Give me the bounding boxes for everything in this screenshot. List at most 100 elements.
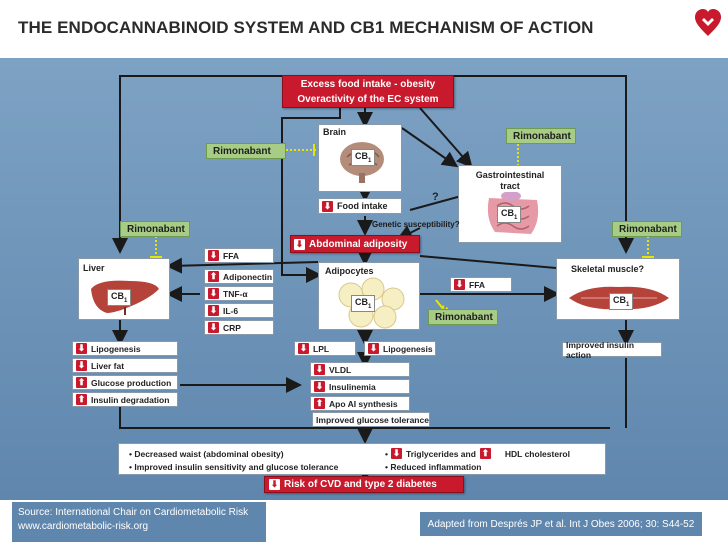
center-effect-item: ⬇ VLDL	[310, 362, 410, 377]
brain-panel: Brain CB1	[318, 124, 402, 192]
gi-cb1-tag: CB1	[497, 206, 522, 223]
summary-inflammation: • Reduced inflammation	[385, 462, 482, 472]
muscle-cb1-tag: CB1	[609, 293, 634, 310]
rimonabant-brain-label: Rimonabant	[206, 143, 286, 159]
center-effect-item: ⬆ Apo AI synthesis	[310, 396, 410, 411]
center-effect-item: ⬇Insulinemia	[310, 379, 410, 394]
adapted-footer: Adapted from Després JP et al. Int J Obe…	[420, 512, 702, 536]
center-effects-list: ⬇ VLDL ⬇Insulinemia ⬆ Apo AI synthesis	[310, 362, 410, 411]
brain-label: Brain	[323, 127, 347, 137]
abdominal-adiposity-text: Abdominal adiposity	[309, 238, 408, 250]
risk-text: Risk of CVD and type 2 diabetes	[284, 479, 437, 490]
liver-effect-text: Insulin degradation	[91, 394, 170, 405]
output-text: IL-6	[223, 305, 239, 316]
source-text: Source: International Chair on Cardiomet…	[18, 507, 249, 518]
liver-effect-item: ⬆ Insulin degradation	[72, 392, 178, 407]
down-arrow-icon: ⬇	[454, 279, 465, 290]
up-arrow-icon: ⬆	[479, 448, 491, 459]
triglycerides-text: Triglycerides and	[405, 448, 476, 459]
abdominal-adiposity-box: ⬇ Abdominal adiposity	[290, 235, 420, 253]
rimonabant-gi-label: Rimonabant	[506, 128, 576, 144]
center-effect-text: Apo AI synthesis	[329, 398, 398, 409]
liver-effects-list: ⬇Lipogenesis ⬇Liver fat ⬆Glucose product…	[72, 341, 178, 407]
question-mark: ?	[432, 191, 439, 203]
ffa-muscle-box: ⬇ FFA	[450, 277, 512, 292]
ec-overactivity-text: Overactivity of the EC system	[297, 94, 439, 105]
output-item: ⬇ IL-6	[204, 303, 274, 318]
summary-insulin: • Improved insulin sensitivity and gluco…	[129, 462, 339, 472]
adipocytes-panel: Adipocytes CB1	[318, 262, 420, 330]
page-title: THE ENDOCANNABINOID SYSTEM AND CB1 MECHA…	[18, 18, 594, 37]
liver-effect-text: Lipogenesis	[91, 343, 141, 354]
output-item: ⬇ CRP	[204, 320, 274, 335]
output-text: TNF-α	[223, 288, 248, 299]
muscle-cb1-text: CB	[613, 295, 626, 305]
skeletal-muscle-label: Skeletal muscle?	[571, 264, 645, 274]
output-item: ⬇ FFA	[204, 248, 274, 263]
output-item: ⬇ TNF-α	[204, 286, 274, 301]
rimonabant-adipocytes-label: Rimonabant	[428, 309, 498, 325]
summary-waist: • Decreased waist (abdominal obesity)	[129, 449, 284, 459]
source-url: www.cardiometabolic-risk.org	[18, 521, 149, 532]
ffa-muscle-text: FFA	[469, 279, 486, 290]
down-arrow-icon: ⬇	[208, 250, 219, 261]
down-arrow-icon: ⬇	[298, 343, 309, 354]
liver-effect-item: ⬇ Liver fat	[72, 358, 178, 373]
liver-cb1-text: CB	[111, 291, 124, 301]
brain-cb1-tag: CB1	[351, 149, 376, 166]
lpl-box: ⬇ LPL	[294, 341, 356, 356]
output-item: ⬆ Adiponectin	[204, 269, 274, 284]
gi-tract-panel: Gastrointestinal tract CB1	[458, 165, 562, 243]
genetic-susceptibility-text: Genetic susceptibility?	[372, 220, 460, 229]
summary-lipids: • ⬇ Triglycerides and ⬆ HDL cholesterol	[385, 448, 570, 459]
title-bar	[0, 0, 728, 58]
lipogenesis-adipo-text: Lipogenesis	[383, 343, 433, 354]
brain-cb1-text: CB	[355, 151, 368, 161]
adipocytes-cb1-text: CB	[355, 297, 368, 307]
up-arrow-icon: ⬆	[208, 271, 219, 282]
risk-box: ⬇ Risk of CVD and type 2 diabetes	[264, 476, 464, 493]
rimonabant-muscle-label: Rimonabant	[612, 221, 682, 237]
up-arrow-icon: ⬆	[314, 398, 325, 409]
output-text: Adiponectin	[223, 271, 273, 282]
liver-label: Liver	[83, 263, 105, 273]
liver-panel: Liver CB1	[78, 258, 170, 320]
adipocytes-label: Adipocytes	[325, 266, 374, 276]
food-intake-text: Food intake	[337, 201, 388, 211]
down-arrow-icon: ⬇	[314, 364, 325, 375]
down-arrow-icon: ⬇	[76, 343, 87, 354]
excess-food-intake-box: Excess food intake - obesity Overactivit…	[282, 75, 454, 108]
output-text: CRP	[223, 322, 241, 333]
gi-cb1-text: CB	[501, 208, 514, 218]
improved-insulin-box: Improved insulin action	[562, 340, 662, 360]
up-arrow-icon: ⬆	[76, 394, 87, 405]
down-arrow-icon: ⬇	[208, 322, 219, 333]
lpl-text: LPL	[313, 343, 330, 354]
down-arrow-icon: ⬇	[208, 305, 219, 316]
down-arrow-icon: ⬇	[314, 381, 325, 392]
hdl-text: HDL cholesterol	[504, 448, 570, 459]
gi-tract-label: Gastrointestinal tract	[475, 170, 545, 191]
liver-cb1-tag: CB1	[107, 289, 132, 306]
liver-effect-item: ⬆Glucose production	[72, 375, 178, 390]
down-arrow-icon: ⬇	[76, 360, 87, 371]
summary-box: • Decreased waist (abdominal obesity) • …	[118, 443, 606, 475]
down-arrow-icon: ⬇	[322, 200, 333, 212]
output-text: FFA	[223, 250, 240, 261]
down-arrow-icon: ⬇	[269, 479, 280, 490]
lipogenesis-adipo-box: ⬇ Lipogenesis	[364, 341, 436, 356]
liver-effect-text: Glucose production	[91, 377, 172, 388]
center-effect-text: VLDL	[329, 364, 352, 375]
down-arrow-icon: ⬇	[368, 343, 379, 354]
down-arrow-icon: ⬇	[390, 448, 402, 459]
excess-food-intake-text: Excess food intake - obesity	[300, 79, 436, 90]
liver-effect-item: ⬇ Lipogenesis	[72, 341, 178, 356]
bullet: •	[385, 448, 388, 459]
adipocyte-outputs: ⬇ FFA ⬆ Adiponectin ⬇ TNF-α ⬇ IL-6 ⬇ CRP	[204, 248, 274, 335]
rimonabant-liver-label: Rimonabant	[120, 221, 190, 237]
heart-logo-icon	[694, 8, 722, 43]
liver-effect-text: Liver fat	[91, 360, 125, 371]
down-arrow-icon: ⬇	[208, 288, 219, 299]
food-intake-box: ⬇ Food intake	[318, 198, 402, 214]
